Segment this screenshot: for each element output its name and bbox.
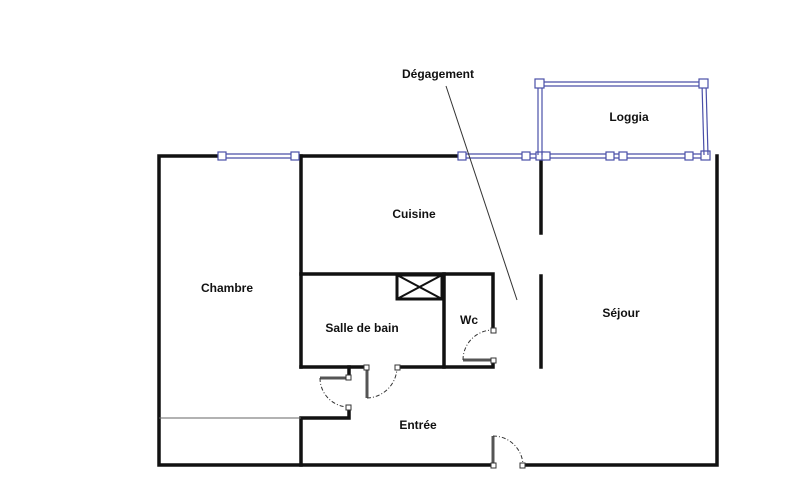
label-degagement: Dégagement bbox=[402, 67, 474, 81]
exterior-walls bbox=[157, 154, 719, 467]
windows bbox=[217, 150, 711, 161]
label-loggia: Loggia bbox=[609, 110, 649, 124]
label-chambre: Chambre bbox=[201, 281, 253, 295]
label-wc: Wc bbox=[460, 313, 478, 327]
loggia-outline bbox=[534, 78, 709, 156]
interior-walls bbox=[159, 154, 543, 467]
label-entree: Entrée bbox=[399, 418, 437, 432]
label-cuisine: Cuisine bbox=[392, 207, 436, 221]
label-salle-de-bain: Salle de bain bbox=[325, 321, 398, 335]
ventilation-duct bbox=[395, 273, 444, 301]
doors bbox=[319, 327, 526, 469]
label-sejour: Séjour bbox=[602, 306, 640, 320]
degagement-leader-line bbox=[445, 85, 518, 301]
